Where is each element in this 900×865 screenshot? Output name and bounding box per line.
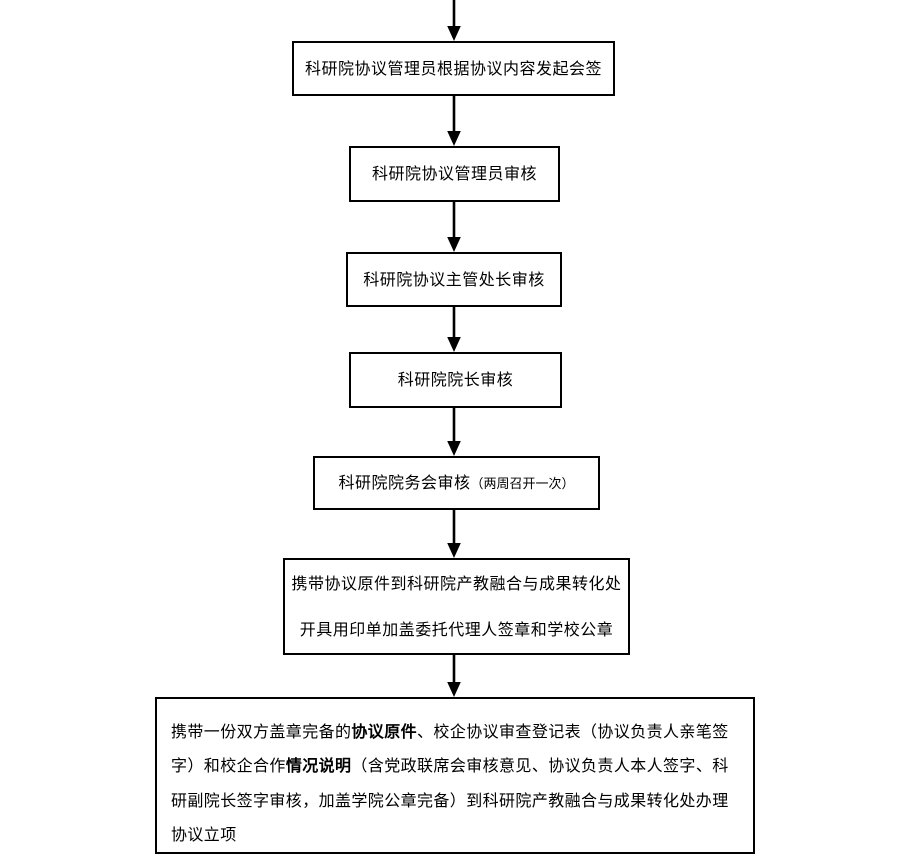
node-initiate-line-1: 科研院协议管理员根据协议内容发起会签: [304, 58, 602, 78]
node-initiate: 科研院协议管理员根据协议内容发起会签: [292, 41, 615, 96]
arrow-council-to-seal: [442, 510, 466, 558]
arrow-admin-to-director: [442, 202, 466, 252]
arrow-director-to-dean: [442, 307, 466, 352]
node-director-review-line-1: 科研院协议主管处长审核: [363, 269, 545, 289]
arrow-seal-to-filing: [442, 655, 466, 697]
node-filing-seg-5: （含党政联席会审核意见、协议负责人本人签字、科研副院长签字审核，加盖学院公章完备…: [171, 756, 729, 845]
node-council-review: 科研院院务会审核（两周召开一次）: [313, 456, 600, 510]
node-seal: 携带协议原件到科研院产教融合与成果转化处 开具用印单加盖委托代理人签章和学校公章: [283, 558, 630, 655]
node-filing-seg-2-bold: 协议原件: [351, 722, 418, 741]
node-admin-review-line-1: 科研院协议管理员审核: [371, 164, 537, 183]
node-dean-review-line-1: 科研院院长审核: [397, 370, 514, 389]
node-dean-review: 科研院院长审核: [349, 352, 562, 408]
arrow-initiate-to-admin: [442, 96, 466, 146]
node-director-review: 科研院协议主管处长审核: [346, 252, 562, 307]
node-seal-line-1: 携带协议原件到科研院产教融合与成果转化处: [291, 574, 622, 594]
node-seal-line-2: 开具用印单加盖委托代理人签章和学校公章: [299, 619, 614, 639]
node-filing: 携带一份双方盖章完备的协议原件、校企协议审查登记表（协议负责人亲笔签字）和校企合…: [155, 697, 755, 854]
arrow-dean-to-council: [442, 408, 466, 456]
arrow-top-to-initiate: [442, 0, 466, 41]
node-council-review-main: 科研院院务会审核: [338, 473, 471, 492]
node-filing-seg-4-bold: 情况说明: [285, 756, 352, 776]
node-filing-seg-3: 、校企协议审查登记表（协议负责人亲笔签字）和校企合作: [171, 722, 729, 776]
node-filing-seg-1: 携带一份双方盖章完备的: [171, 722, 352, 741]
node-filing-text: 携带一份双方盖章完备的协议原件、校企协议审查登记表（协议负责人亲笔签字）和校企合…: [171, 715, 739, 853]
node-admin-review: 科研院协议管理员审核: [349, 146, 560, 202]
node-council-review-note: （两周召开一次）: [470, 477, 575, 492]
node-council-review-label: 科研院院务会审核（两周召开一次）: [338, 471, 574, 495]
